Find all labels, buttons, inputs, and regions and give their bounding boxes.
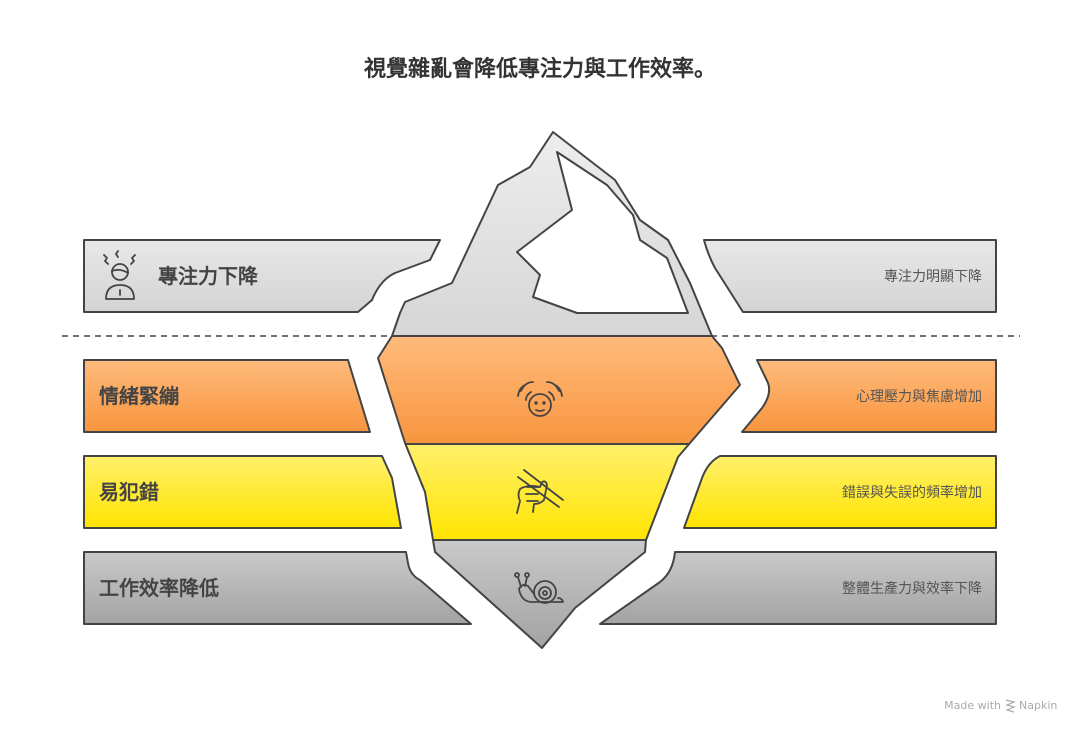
anxious-face-icon	[517, 381, 563, 417]
napkin-brand-text: Napkin	[1019, 699, 1057, 712]
right-panel	[599, 551, 997, 625]
iceberg-outline	[377, 131, 741, 649]
level-label: 工作效率降低	[99, 576, 219, 600]
level-error-prone: 易犯錯 錯誤與失誤的頻率增加	[83, 455, 997, 529]
right-panel	[703, 239, 997, 313]
stressed-person-icon	[103, 250, 136, 300]
level-description: 錯誤與失誤的頻率增加	[842, 484, 982, 501]
right-panel	[683, 455, 997, 529]
level-emotional-tension: 情緒緊繃 心理壓力與焦慮增加	[83, 359, 997, 433]
level-label: 情緒緊繃	[99, 384, 179, 408]
level-label: 易犯錯	[99, 480, 159, 504]
level-description: 專注力明顯下降	[884, 269, 982, 285]
level-label: 專注力下降	[158, 264, 259, 288]
snail-icon	[514, 572, 564, 604]
left-panel	[83, 551, 472, 625]
napkin-watermark: Made with Napkin	[944, 699, 1057, 713]
made-with-text: Made with	[944, 699, 1001, 712]
diagram-title: 視覺雜亂會降低專注力與工作效率。	[364, 56, 716, 82]
left-panel	[83, 359, 371, 433]
level-description: 整體生產力與效率下降	[842, 580, 982, 597]
level-description: 心理壓力與焦慮增加	[856, 389, 982, 405]
left-panel	[83, 455, 402, 529]
level-reduced-efficiency: 工作效率降低 整體生產力與效率下降	[83, 551, 997, 625]
iceberg-snow	[516, 151, 689, 314]
right-panel	[741, 359, 997, 433]
hand-holding-sticks-icon	[516, 469, 564, 514]
left-panel	[83, 239, 441, 313]
level-focus-decline: 專注力下降 專注力明顯下降	[83, 239, 997, 313]
napkin-logo-icon	[1005, 699, 1016, 713]
